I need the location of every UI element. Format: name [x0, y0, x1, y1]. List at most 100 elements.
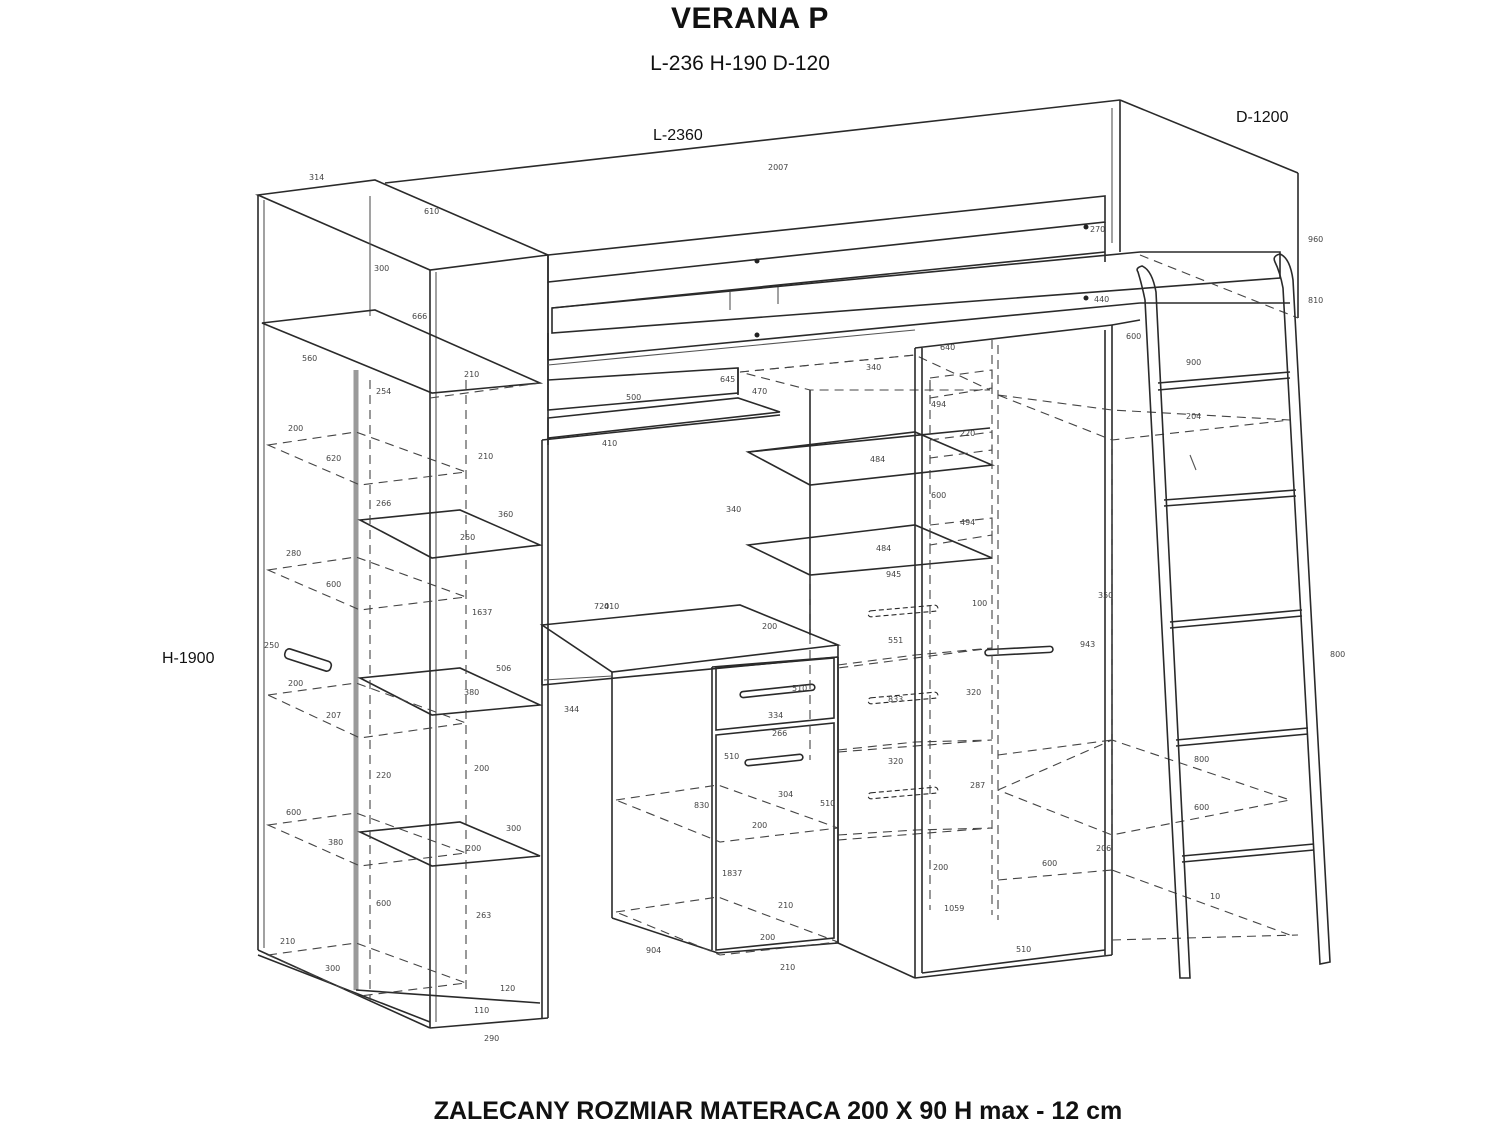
- dimension-mark: 200: [760, 933, 775, 942]
- dimension-mark: 200: [288, 679, 303, 688]
- dimension-mark: 270: [1090, 225, 1105, 234]
- length-label: L-2360: [653, 127, 703, 144]
- dimension-mark: 210: [478, 452, 493, 461]
- dimension-mark: 300: [506, 824, 521, 833]
- dimension-mark: 110: [474, 1006, 489, 1015]
- dimension-mark: 287: [970, 781, 985, 790]
- dimension-mark: 300: [325, 964, 340, 973]
- overall-dimensions: L-236 H-190 D-120: [650, 52, 830, 75]
- dimension-mark: 100: [972, 599, 987, 608]
- dimension-mark: 551: [888, 636, 903, 645]
- dimension-mark: 266: [376, 499, 391, 508]
- dimension-mark: 560: [302, 354, 317, 363]
- page-title: VERANA P: [671, 2, 829, 35]
- dimension-mark: 304: [778, 790, 793, 799]
- dimension-mark: 720: [594, 602, 609, 611]
- dimension-mark: 344: [564, 705, 579, 714]
- dimension-mark: 904: [646, 946, 661, 955]
- dimension-mark: 506: [496, 664, 511, 673]
- dimension-mark: 280: [286, 549, 301, 558]
- dimension-mark: 200: [466, 844, 481, 853]
- dimension-mark: 210: [778, 901, 793, 910]
- dimension-mark: 200: [474, 764, 489, 773]
- dimension-mark: 200: [752, 821, 767, 830]
- dimension-mark: 600: [376, 899, 391, 908]
- dimension-marks: 314 610 2007 300 666 560 210 254 200 620 210 266 360…: [264, 163, 1345, 1043]
- dimension-mark: 600: [326, 580, 341, 589]
- dimension-mark: 120: [500, 984, 515, 993]
- dimension-mark: 600: [1042, 859, 1057, 868]
- dimension-mark: 210: [280, 937, 295, 946]
- dimension-mark: 200: [288, 424, 303, 433]
- dimension-mark: 620: [326, 454, 341, 463]
- mattress-note: ZALECANY ROZMIAR MATERACA 200 X 90 H max…: [433, 1097, 1123, 1125]
- dimension-mark: 220: [960, 429, 975, 438]
- dimension-mark: 266: [772, 729, 787, 738]
- dimension-mark: 314: [309, 173, 324, 182]
- dimension-mark: 380: [328, 838, 343, 847]
- bookcase-tower: [255, 179, 551, 1029]
- dimension-mark: 494: [931, 400, 946, 409]
- dimension-mark: 207: [326, 711, 341, 720]
- height-label: H-1900: [162, 650, 215, 667]
- dimension-mark: 360: [498, 510, 513, 519]
- dimension-mark: 900: [1186, 358, 1201, 367]
- dimension-mark: 334: [768, 711, 783, 720]
- dimension-mark: 300: [374, 264, 389, 273]
- dimension-mark: 510: [1016, 945, 1031, 954]
- wardrobe: [837, 319, 1299, 979]
- dimension-mark: 484: [876, 544, 891, 553]
- dimension-mark: 810: [1308, 296, 1323, 305]
- dimension-mark: 666: [412, 312, 427, 321]
- dimension-mark: 204: [1186, 412, 1201, 421]
- dimension-mark: 220: [376, 771, 391, 780]
- dimension-mark: 250: [264, 641, 279, 650]
- dimension-mark: 200: [762, 622, 777, 631]
- dimension-mark: 494: [960, 518, 975, 527]
- dimension-mark: 210: [464, 370, 479, 379]
- dimension-mark: 410: [604, 602, 619, 611]
- ladder: [1136, 253, 1331, 979]
- dimension-mark: 960: [1308, 235, 1323, 244]
- dimension-mark: 320: [966, 688, 981, 697]
- loft-bed-frame: [384, 99, 1299, 380]
- dimension-mark: 610: [424, 207, 439, 216]
- dimension-mark: 640: [940, 343, 955, 352]
- dimension-mark: 340: [866, 363, 881, 372]
- dimension-mark: 206: [1096, 844, 1111, 853]
- dimension-mark: 250: [460, 533, 475, 542]
- dimension-mark: 290: [484, 1034, 499, 1043]
- dimension-mark: 833: [888, 695, 903, 704]
- dimension-mark: 410: [602, 439, 617, 448]
- dimension-mark: 943: [1080, 640, 1095, 649]
- dimension-mark: 600: [1194, 803, 1209, 812]
- dimension-mark: 600: [931, 491, 946, 500]
- depth-label: D-1200: [1236, 109, 1289, 126]
- dimension-mark: 645: [720, 375, 735, 384]
- dimension-mark: 2007: [768, 163, 788, 172]
- dimension-mark: 1059: [944, 904, 964, 913]
- dimension-mark: 510: [820, 799, 835, 808]
- dimension-mark: 600: [1126, 332, 1141, 341]
- dimension-mark: 510: [724, 752, 739, 761]
- dimension-mark: 350: [1098, 591, 1113, 600]
- dimension-mark: 380: [464, 688, 479, 697]
- dimension-mark: 263: [476, 911, 491, 920]
- dimension-mark: 1637: [472, 608, 492, 617]
- dimension-mark: 200: [933, 863, 948, 872]
- dimension-mark: 210: [780, 963, 795, 972]
- dimension-mark: 945: [886, 570, 901, 579]
- desk-area: [539, 354, 996, 1018]
- dimension-mark: 10: [1210, 892, 1220, 901]
- dimension-mark: 340: [726, 505, 741, 514]
- dimension-mark: 470: [752, 387, 767, 396]
- dimension-mark: 320: [888, 757, 903, 766]
- dimension-mark: 484: [870, 455, 885, 464]
- dimension-mark: 600: [286, 808, 301, 817]
- dimension-mark: 254: [376, 387, 391, 396]
- dimension-mark: 800: [1330, 650, 1345, 659]
- dimension-mark: 1837: [722, 869, 742, 878]
- dimension-mark: 800: [1194, 755, 1209, 764]
- dimension-mark: 510: [792, 684, 807, 693]
